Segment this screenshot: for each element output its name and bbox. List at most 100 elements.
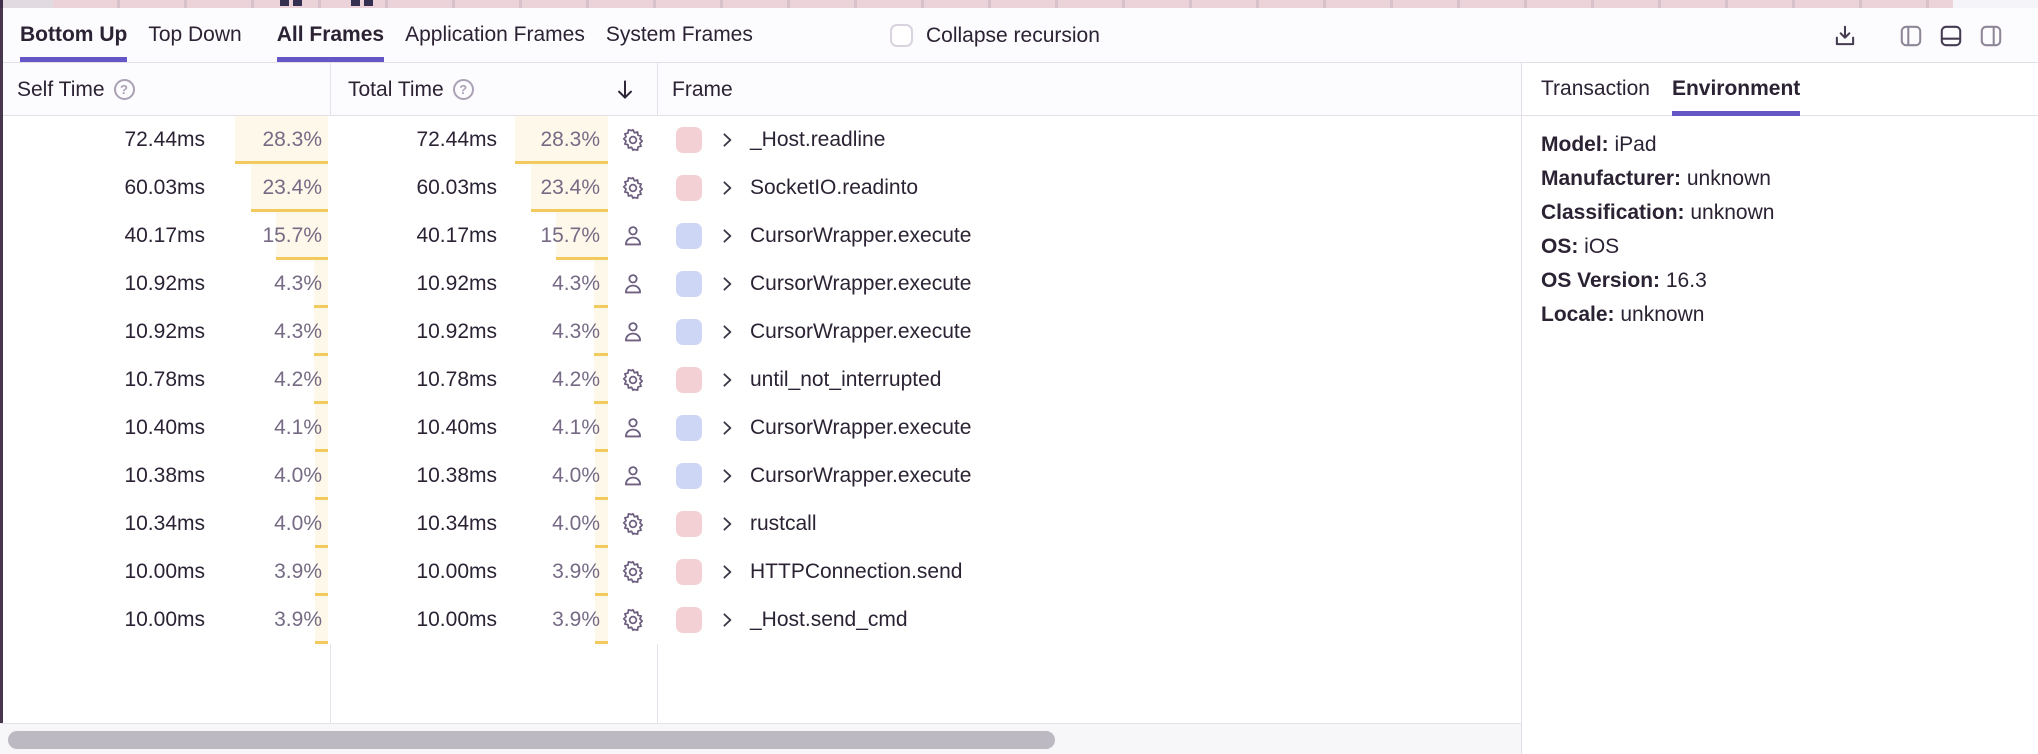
self-time-cell: 72.44ms 28.3%: [0, 116, 330, 164]
table-row[interactable]: 10.92ms 4.3% 10.92ms 4.3%: [0, 308, 1521, 356]
panel-bottom-icon[interactable]: [1938, 23, 1964, 49]
table-row[interactable]: 10.00ms 3.9% 10.00ms 3.9%: [0, 596, 1521, 644]
self-time-header-label: Self Time: [17, 77, 105, 101]
self-time-weight-bar: [276, 212, 328, 260]
self-time-weight-bar: [314, 356, 328, 404]
self-time-percent: 4.3%: [274, 320, 322, 343]
total-time-value: 10.34ms: [416, 512, 497, 535]
self-time-cell: 10.78ms 4.2%: [0, 356, 330, 404]
self-time-value: 10.78ms: [124, 368, 205, 391]
frame-cell: until_not_interrupted: [657, 356, 1521, 404]
frame-name: _Host.readline: [750, 128, 886, 151]
self-time-value: 10.92ms: [124, 320, 205, 343]
minimap-pink-segment: [53, 0, 1953, 8]
expand-chevron-icon[interactable]: [718, 275, 736, 293]
total-time-weight-bar: [595, 596, 608, 644]
frame-cell: CursorWrapper.execute: [657, 260, 1521, 308]
panel-left-icon[interactable]: [1898, 23, 1924, 49]
self-time-weight-bar: [314, 404, 328, 452]
environment-line: Manufacturer: unknown: [1541, 167, 1771, 190]
self-time-cell: 10.38ms 4.0%: [0, 452, 330, 500]
minimap-frame-mark: [364, 0, 373, 6]
table-row[interactable]: 10.00ms 3.9% 10.00ms 3.9%: [0, 548, 1521, 596]
gear-icon: [620, 175, 646, 201]
self-time-cell: 10.34ms 4.0%: [0, 500, 330, 548]
expand-chevron-icon[interactable]: [718, 419, 736, 437]
panel-right-icon[interactable]: [1978, 23, 2004, 49]
total-time-cell: 40.17ms 15.7%: [330, 212, 657, 260]
total-time-value: 10.00ms: [416, 608, 497, 631]
table-row[interactable]: 10.34ms 4.0% 10.34ms 4.0%: [0, 500, 1521, 548]
frame-column-header[interactable]: Frame: [672, 63, 733, 116]
expand-chevron-icon[interactable]: [718, 131, 736, 149]
details-panel-divider[interactable]: [1521, 63, 1522, 754]
self-time-percent: 15.7%: [262, 224, 322, 247]
horizontal-scrollbar-track[interactable]: [0, 723, 1521, 754]
self-time-cell: 60.03ms 23.4%: [0, 164, 330, 212]
frame-cell: CursorWrapper.execute: [657, 308, 1521, 356]
frame-color-swatch: [676, 319, 702, 345]
expand-chevron-icon[interactable]: [718, 467, 736, 485]
total-time-weight-bar: [595, 548, 608, 596]
user-icon: [620, 319, 646, 345]
frame-color-swatch: [676, 127, 702, 153]
expand-chevron-icon[interactable]: [718, 611, 736, 629]
vertical-scrollbar[interactable]: [0, 8, 3, 723]
sort-descending-arrow-icon[interactable]: [612, 77, 638, 103]
self-time-cell: 10.92ms 4.3%: [0, 260, 330, 308]
collapse-recursion-checkbox[interactable]: [890, 24, 913, 47]
frame-cell: SocketIO.readinto: [657, 164, 1521, 212]
table-row[interactable]: 10.78ms 4.2% 10.78ms 4.2%: [0, 356, 1521, 404]
total-time-column-header[interactable]: Total Time ?: [348, 63, 474, 116]
table-row[interactable]: 72.44ms 28.3% 72.44ms 28.3%: [0, 116, 1521, 164]
expand-chevron-icon[interactable]: [718, 179, 736, 197]
self-time-column-header[interactable]: Self Time ?: [17, 63, 135, 116]
table-row[interactable]: 10.92ms 4.3% 10.92ms 4.3%: [0, 260, 1521, 308]
table-row[interactable]: 10.40ms 4.1% 10.40ms 4.1%: [0, 404, 1521, 452]
frame-cell: CursorWrapper.execute: [657, 212, 1521, 260]
total-time-percent: 3.9%: [552, 608, 600, 631]
table-row[interactable]: 40.17ms 15.7% 40.17ms 15.7%: [0, 212, 1521, 260]
self-time-value: 10.00ms: [124, 560, 205, 583]
self-time-cell: 10.00ms 3.9%: [0, 596, 330, 644]
tab-system-frames[interactable]: System Frames: [605, 23, 753, 46]
minimap-frame-mark: [351, 0, 360, 6]
expand-chevron-icon[interactable]: [718, 227, 736, 245]
self-time-weight-bar: [313, 260, 328, 308]
download-icon[interactable]: [1832, 23, 1858, 49]
expand-chevron-icon[interactable]: [718, 371, 736, 389]
expand-chevron-icon[interactable]: [718, 323, 736, 341]
horizontal-scrollbar-thumb[interactable]: [8, 731, 1055, 749]
total-time-percent: 4.3%: [552, 272, 600, 295]
tab-application-frames[interactable]: Application Frames: [405, 23, 585, 46]
total-time-percent: 4.0%: [552, 464, 600, 487]
self-time-weight-bar: [315, 596, 328, 644]
total-time-cell: 10.92ms 4.3%: [330, 260, 657, 308]
table-row[interactable]: 10.38ms 4.0% 10.38ms 4.0%: [0, 452, 1521, 500]
help-icon[interactable]: ?: [452, 79, 474, 100]
total-time-header-label: Total Time: [348, 77, 444, 101]
tab-all-frames[interactable]: All Frames: [276, 8, 385, 62]
user-icon: [620, 271, 646, 297]
help-icon[interactable]: ?: [113, 79, 135, 100]
expand-chevron-icon[interactable]: [718, 563, 736, 581]
flamegraph-minimap-strip[interactable]: [0, 0, 2038, 8]
self-time-weight-bar: [314, 452, 328, 500]
table-row[interactable]: 60.03ms 23.4% 60.03ms 23.4%: [0, 164, 1521, 212]
frame-name: CursorWrapper.execute: [750, 272, 972, 295]
expand-chevron-icon[interactable]: [718, 515, 736, 533]
details-tab-transaction[interactable]: Transaction: [1541, 77, 1650, 100]
self-time-value: 10.40ms: [124, 416, 205, 439]
frame-color-swatch: [676, 175, 702, 201]
details-tab-environment[interactable]: Environment: [1671, 63, 1801, 116]
details-panel-tabs: Transaction Environment: [1522, 63, 2038, 116]
total-time-cell: 10.78ms 4.2%: [330, 356, 657, 404]
frame-name: CursorWrapper.execute: [750, 464, 972, 487]
tab-bottom-up[interactable]: Bottom Up: [20, 8, 128, 62]
environment-line: OS: iOS: [1541, 235, 1620, 258]
self-time-percent: 4.3%: [274, 272, 322, 295]
tab-top-down[interactable]: Top Down: [148, 23, 242, 46]
total-time-value: 10.78ms: [416, 368, 497, 391]
